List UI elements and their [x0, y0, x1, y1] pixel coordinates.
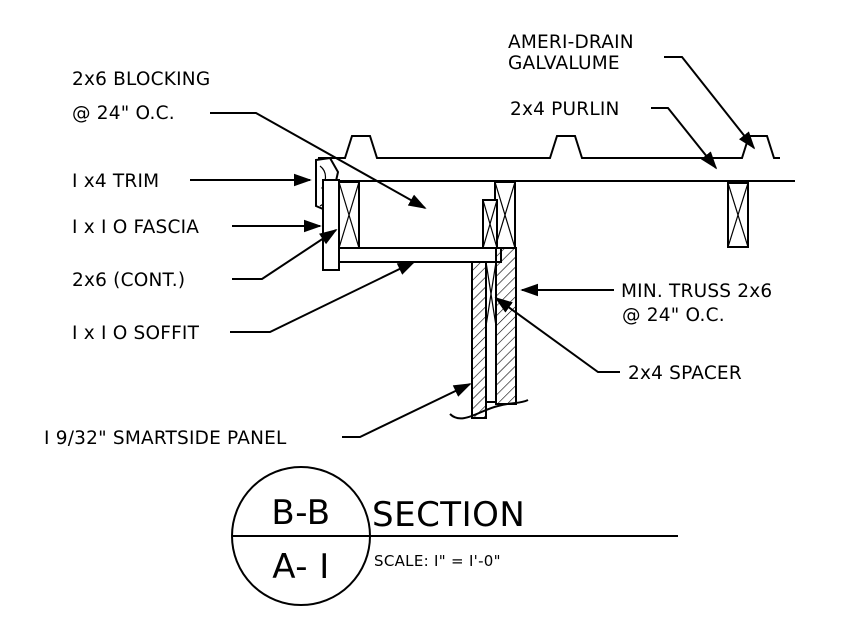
label-cont: 2x6 (CONT.) — [72, 270, 185, 291]
title-block: B-B A- I SECTION SCALE: I" = I'-0" — [231, 466, 678, 606]
leader-panel — [342, 383, 472, 438]
label-galvalume: GALVALUME — [508, 53, 620, 74]
detail-id: B-B — [271, 493, 330, 533]
section-title: SECTION — [372, 495, 525, 535]
label-soffit: I x I O SOFFIT — [72, 323, 200, 344]
label-fascia: I x I O FASCIA — [72, 217, 199, 238]
fascia-board — [322, 179, 340, 271]
label-spacer: 2x4 SPACER — [628, 363, 742, 384]
leader-ameri-drain — [664, 56, 756, 150]
label-purlin: 2x4 PURLIN — [510, 99, 620, 120]
soffit-board — [338, 247, 502, 263]
break-line — [449, 399, 529, 420]
leader-lines — [190, 56, 756, 438]
scale-label: SCALE: I" = I'-0" — [374, 552, 501, 570]
label-truss: MIN. TRUSS 2x6 — [621, 281, 772, 302]
label-truss-spacing: @ 24" O.C. — [622, 305, 725, 326]
label-blocking: 2x6 BLOCKING — [72, 69, 210, 90]
siding-panel — [471, 261, 487, 419]
leader-cont — [232, 229, 338, 280]
leader-blocking — [210, 112, 427, 209]
label-trim: I x4 TRIM — [72, 171, 159, 192]
callout-labels: AMERI-DRAIN GALVALUME 2x4 PURLIN 2x6 BLO… — [44, 32, 772, 449]
roof-panel — [318, 135, 780, 159]
label-blocking-spacing: @ 24" O.C. — [72, 103, 175, 124]
drawing-geometry — [315, 135, 795, 420]
leader-soffit — [230, 261, 416, 333]
sheet-id: A- I — [272, 547, 330, 587]
wall-spacer — [485, 261, 497, 403]
label-ameri-drain: AMERI-DRAIN — [508, 32, 634, 53]
leader-spacer — [494, 296, 620, 373]
leader-purlin — [651, 107, 718, 170]
truss-member — [495, 247, 517, 405]
label-panel: I 9/32" SMARTSIDE PANEL — [44, 428, 287, 449]
